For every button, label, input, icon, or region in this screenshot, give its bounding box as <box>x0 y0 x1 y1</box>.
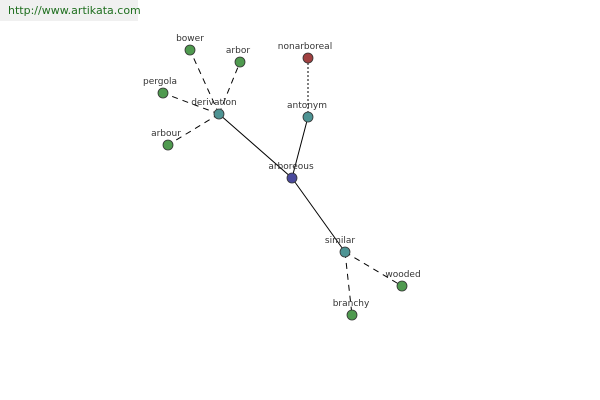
node-antonym-dot[interactable] <box>302 111 314 123</box>
edge-arboreous-derivation <box>218 113 293 179</box>
node-similar[interactable]: similar <box>325 236 355 258</box>
node-arbor-label: arbor <box>226 46 250 56</box>
node-derivation[interactable]: derivation <box>191 98 237 120</box>
node-arboreous-label: arboreous <box>268 162 314 172</box>
node-bower-dot[interactable] <box>184 44 196 56</box>
node-arbor[interactable]: arbor <box>226 46 250 68</box>
node-branchy-dot[interactable] <box>346 309 358 321</box>
node-antonym-label: antonym <box>287 101 327 111</box>
node-arboreous[interactable]: arboreous <box>268 162 314 184</box>
node-derivation-dot[interactable] <box>213 108 225 120</box>
node-wooded-label: wooded <box>385 270 420 280</box>
node-arbour-dot[interactable] <box>162 139 174 151</box>
node-nonarboreal[interactable]: nonarboreal <box>278 42 332 64</box>
node-pergola[interactable]: pergola <box>143 77 177 99</box>
node-derivation-label: derivation <box>191 98 237 108</box>
node-bower-label: bower <box>176 34 204 44</box>
node-arbor-dot[interactable] <box>234 56 246 68</box>
node-pergola-dot[interactable] <box>157 87 169 99</box>
node-branchy[interactable]: branchy <box>333 299 370 321</box>
node-similar-label: similar <box>325 236 355 246</box>
edge-derivation-pergola <box>162 92 220 115</box>
edge-derivation-bower <box>189 49 220 115</box>
edge-derivation-arbor <box>218 61 241 115</box>
watermark-banner: http://www.artikata.com <box>0 0 141 21</box>
nodes-layer: arboreous derivation antonym similar bower ar… <box>143 34 421 321</box>
node-nonarboreal-label: nonarboreal <box>278 42 332 52</box>
watermark-url: http://www.artikata.com <box>8 4 141 17</box>
edge-arboreous-similar <box>291 177 346 253</box>
node-bower[interactable]: bower <box>176 34 204 56</box>
edge-arboreous-antonym <box>291 116 309 179</box>
node-arbour[interactable]: arbour <box>151 129 181 151</box>
node-arbour-label: arbour <box>151 129 181 139</box>
edges-layer <box>162 49 403 316</box>
node-pergola-label: pergola <box>143 77 177 87</box>
node-wooded-dot[interactable] <box>396 280 408 292</box>
node-nonarboreal-dot[interactable] <box>302 52 314 64</box>
node-similar-dot[interactable] <box>339 246 351 258</box>
edge-similar-wooded <box>344 251 403 287</box>
node-wooded[interactable]: wooded <box>385 270 421 292</box>
node-branchy-label: branchy <box>333 299 370 309</box>
edge-derivation-arbour <box>167 113 220 146</box>
node-arboreous-dot[interactable] <box>286 172 298 184</box>
node-antonym[interactable]: antonym <box>287 101 327 123</box>
